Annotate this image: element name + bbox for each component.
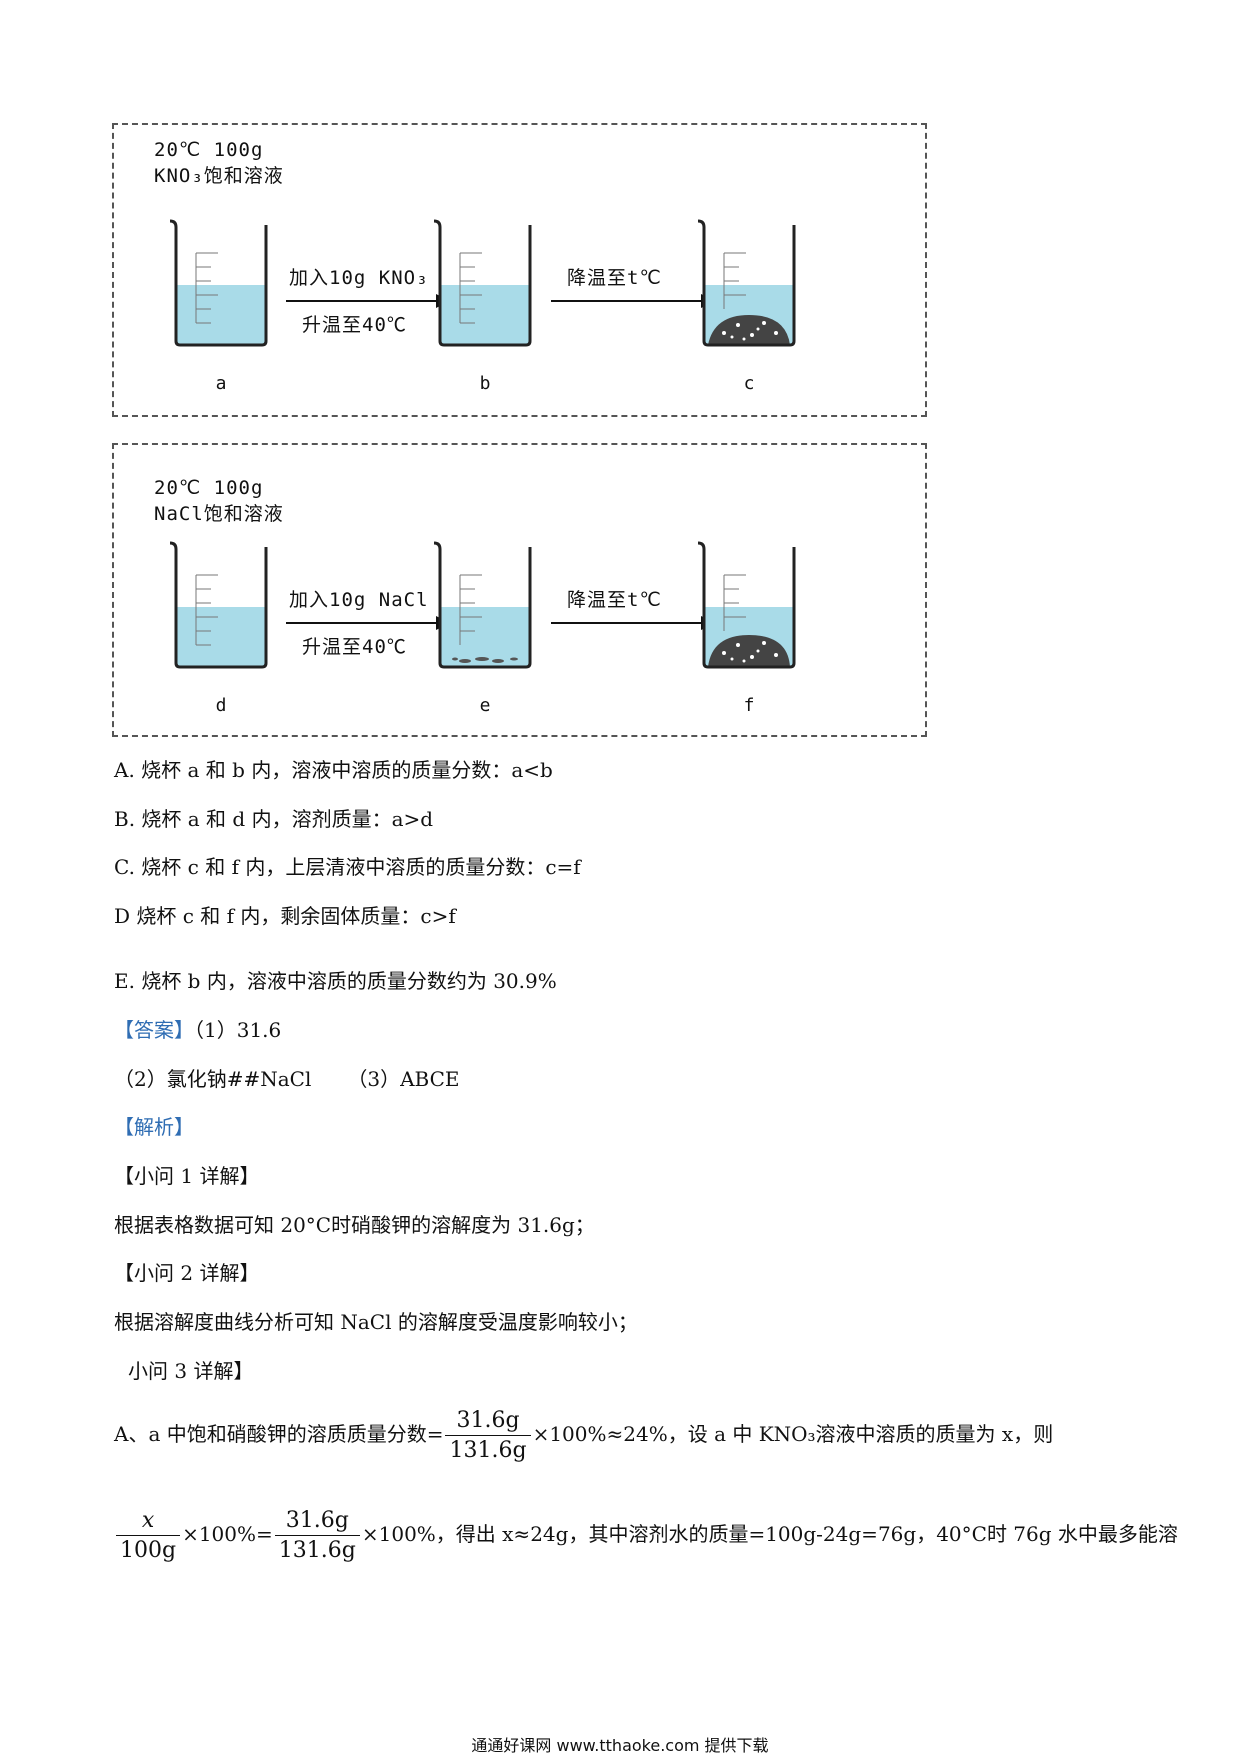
option-e: E. 烧杯 b 内，溶液中溶质的质量分数约为 30.9% <box>114 969 557 993</box>
eq2-mid: ×100%= <box>182 1522 273 1546</box>
beaker-label-a: a <box>215 373 227 394</box>
q2-heading: 【小问 2 详解】 <box>114 1261 260 1285</box>
q2-text: 根据溶解度曲线分析可知 NaCl 的溶解度受温度影响较小； <box>114 1310 638 1334</box>
beaker-label-b: b <box>479 373 491 394</box>
arrow1-top-text: 加入10g KNO₃ <box>289 267 429 289</box>
arrow2-top-text: 降温至t℃ <box>567 589 662 611</box>
answer-tag: 【答案】 <box>114 1018 194 1042</box>
diagram-panel-kno3: 20℃ 100g KNO₃饱和溶液 a 加入10g KNO₃ 升温至40℃ b … <box>112 123 927 417</box>
eq1-prefix: A、a 中饱和硝酸钾的溶质质量分数= <box>114 1422 444 1446</box>
page-footer: 通通好课网 www.tthaoke.com 提供下载 <box>471 1736 769 1755</box>
beaker-label-e: e <box>479 695 491 716</box>
beaker-d <box>169 541 268 669</box>
fraction-numerator: x <box>116 1508 181 1536</box>
diagram-panel-nacl: 20℃ 100g NaCl饱和溶液 d 加入10g NaCl 升温至40℃ e … <box>112 443 927 737</box>
fraction-numerator: 31.6g <box>274 1508 360 1536</box>
panel-title-line2: KNO₃饱和溶液 <box>154 165 284 187</box>
beaker-a <box>169 219 268 347</box>
answer-part3: （3）ABCE <box>347 1067 460 1091</box>
panel-title-line2: NaCl饱和溶液 <box>154 503 284 525</box>
fraction-denominator: 131.6g <box>278 1538 356 1563</box>
q1-heading: 【小问 1 详解】 <box>114 1164 260 1188</box>
answer-part1: （1）31.6 <box>194 1018 282 1042</box>
beaker-label-c: c <box>743 373 755 394</box>
option-a: A. 烧杯 a 和 b 内，溶液中溶质的质量分数：a<b <box>114 758 553 782</box>
beaker-e <box>433 541 532 669</box>
beaker-f <box>697 541 796 669</box>
beaker-label-d: d <box>215 695 227 716</box>
eq1-suffix: ×100%≈24%，设 a 中 KNO₃溶液中溶质的质量为 x，则 <box>532 1422 1054 1446</box>
q3-heading: 小问 3 详解】 <box>128 1359 254 1383</box>
arrow1-top-text: 加入10g NaCl <box>289 589 429 611</box>
answer-part2: （2）氯化钠##NaCl <box>114 1067 312 1091</box>
eq2-suffix: ×100%，得出 x≈24g，其中溶剂水的质量=100g-24g=76g，40°… <box>361 1522 1178 1546</box>
arrow1-bottom-text: 升温至40℃ <box>302 636 407 658</box>
panel-title-line1: 20℃ 100g <box>154 139 264 161</box>
analysis-tag: 【解析】 <box>114 1115 194 1139</box>
beaker-b <box>433 219 532 347</box>
answer-line-1: 【答案】（1）31.6 <box>114 1017 281 1043</box>
beaker-label-f: f <box>743 695 755 716</box>
option-c: C. 烧杯 c 和 f 内，上层清液中溶质的质量分数：c=f <box>114 855 581 879</box>
beaker-c <box>697 219 796 347</box>
arrow-a-to-b <box>286 294 450 308</box>
option-d: D 烧杯 c 和 f 内，剩余固体质量：c>f <box>114 904 456 928</box>
arrow1-bottom-text: 升温至40℃ <box>302 314 407 336</box>
q1-text: 根据表格数据可知 20°C时硝酸钾的溶解度为 31.6g； <box>114 1213 595 1237</box>
panel-title-line1: 20℃ 100g <box>154 477 264 499</box>
fraction-denominator: 131.6g <box>449 1438 527 1463</box>
arrow-d-to-e <box>286 616 450 630</box>
fraction-denominator: 100g <box>120 1538 177 1563</box>
answer-line-2: （2）氯化钠##NaCl （3）ABCE <box>114 1066 460 1092</box>
arrow-b-to-c <box>551 294 715 308</box>
option-b: B. 烧杯 a 和 d 内，溶剂质量：a>d <box>114 807 434 831</box>
arrow-e-to-f <box>551 616 715 630</box>
fraction-numerator: 31.6g <box>445 1408 531 1436</box>
arrow2-top-text: 降温至t℃ <box>567 267 662 289</box>
